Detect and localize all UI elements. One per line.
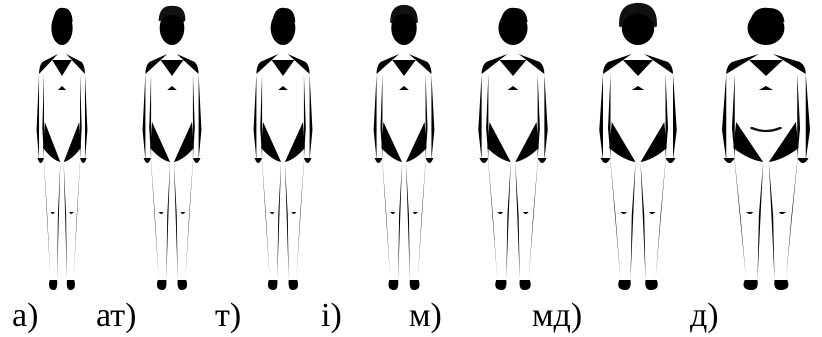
figure-m xyxy=(478,8,547,290)
figure-md xyxy=(599,4,677,290)
figure-t xyxy=(254,8,313,290)
label-a: а) xyxy=(12,296,38,336)
figure-a xyxy=(37,8,88,290)
figure-d xyxy=(722,8,810,290)
label-d: д) xyxy=(690,296,719,336)
label-at: ат) xyxy=(96,296,136,336)
label-md: мд) xyxy=(532,296,582,336)
figure-i xyxy=(374,6,435,290)
label-m: м) xyxy=(409,296,442,336)
figure-at xyxy=(143,7,202,290)
label-i: і) xyxy=(321,296,342,336)
label-t: т) xyxy=(215,296,241,336)
